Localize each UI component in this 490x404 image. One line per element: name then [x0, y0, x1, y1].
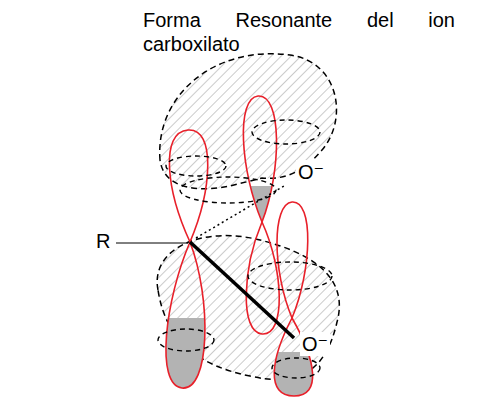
p-lobe: [169, 130, 207, 242]
dashed-ring: [166, 156, 226, 176]
pi-cloud-top: [160, 54, 337, 189]
title: Forma Resonante del ion carboxilato: [143, 8, 455, 56]
p-lobe: [166, 242, 205, 388]
dashed-ring: [248, 262, 332, 290]
atom-label: O⁻: [296, 160, 326, 184]
bond-dotted: [196, 186, 284, 238]
leader-line: [116, 243, 188, 244]
p-lobe: [274, 318, 312, 396]
lobe-shading: [166, 318, 205, 388]
p-lobe: [243, 96, 276, 222]
bond: [190, 242, 294, 338]
lobe-shading: [243, 186, 276, 222]
group-label: R: [94, 229, 112, 253]
dashed-ring: [252, 120, 320, 144]
dashed-ring: [158, 329, 214, 351]
atom-label: O⁻: [300, 332, 330, 356]
dashed-rings: [158, 120, 332, 378]
dashed-ring: [272, 358, 320, 378]
p-lobe: [277, 202, 308, 318]
p-lobe: [246, 222, 279, 334]
